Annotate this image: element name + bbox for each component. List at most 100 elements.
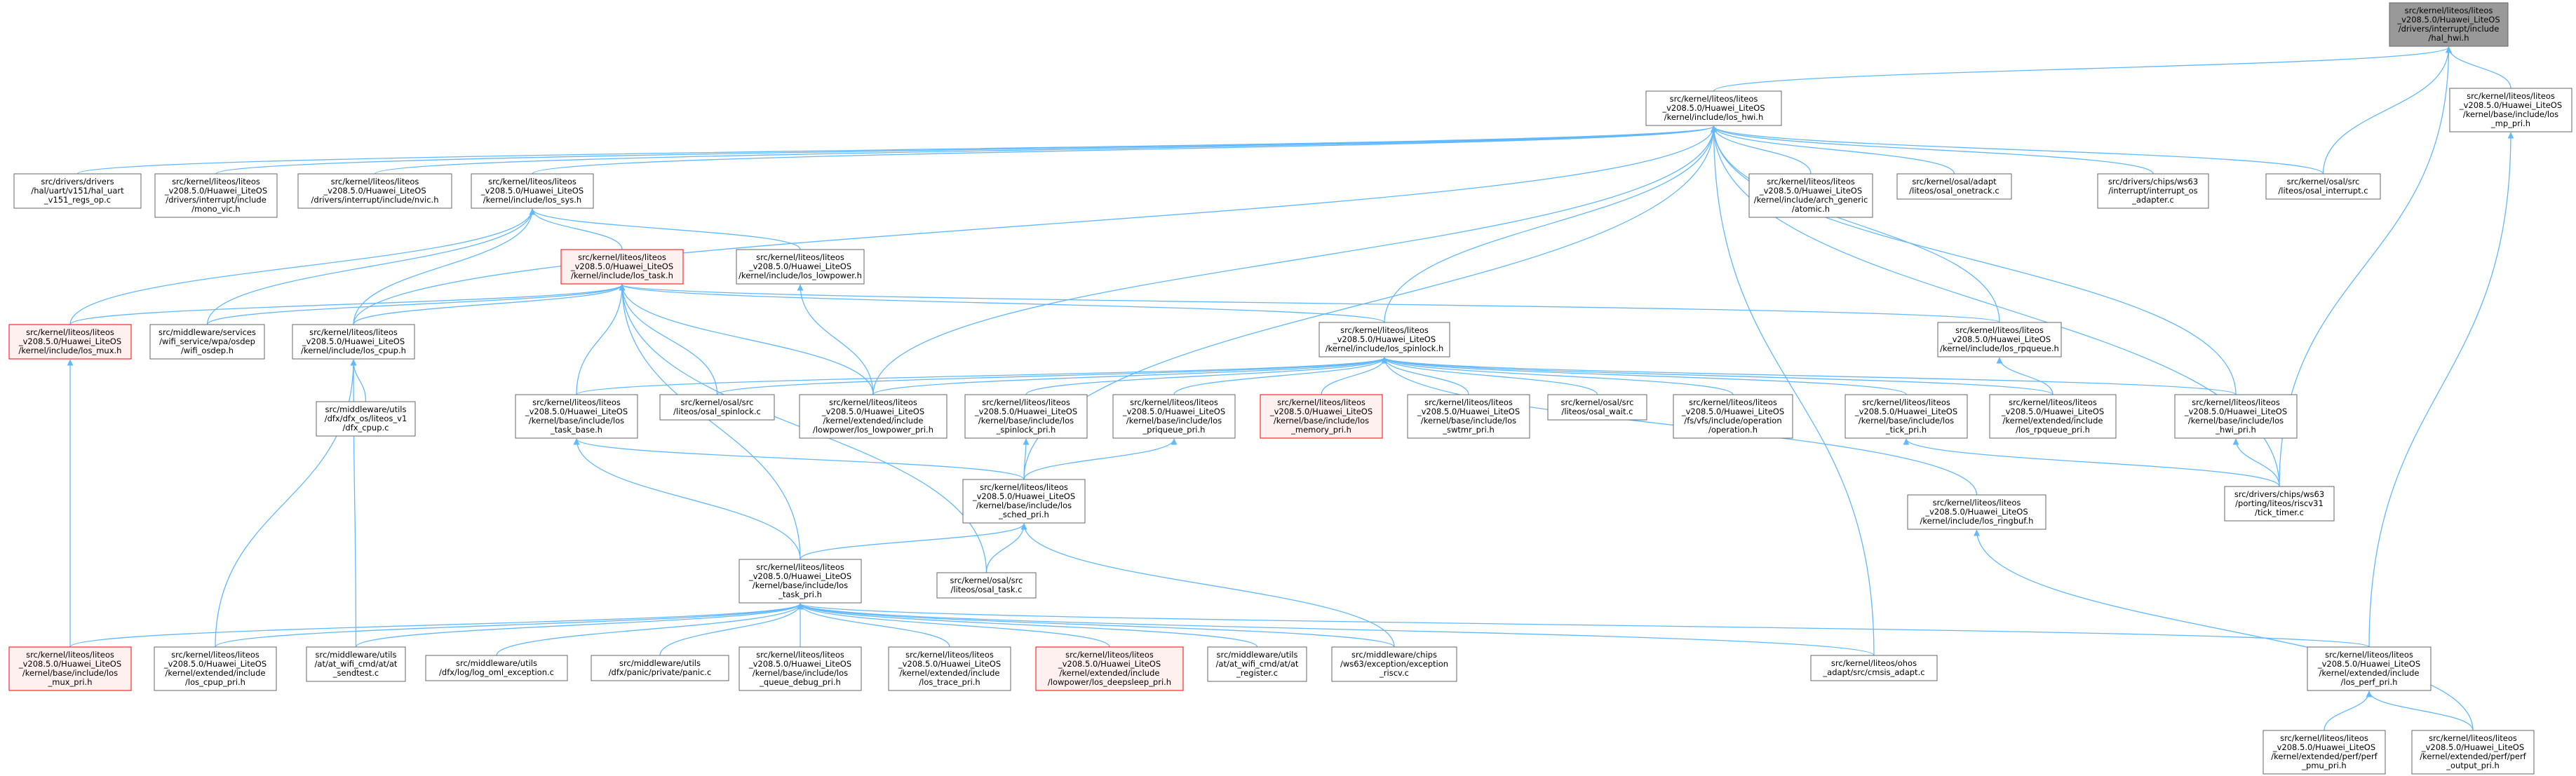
edge-los_task_pri-to-los_sched_pri <box>800 523 1027 560</box>
node-label-line: /dfx/log/log_oml_exception.c <box>439 667 554 677</box>
node-label-line: /kernel/include/los_rpqueue.h <box>1940 343 2059 353</box>
node-label-line: _v208.5.0/Huawei_LiteOS <box>18 336 121 346</box>
node-box-los_rpqueue <box>1937 322 2062 358</box>
node-los_task_pri[interactable]: src/kernel/liteos/liteos_v208.5.0/Huawei… <box>739 559 862 604</box>
edge-tick_timer-to-los_hwi_pri <box>2232 438 2280 487</box>
node-label-line: _v208.5.0/Huawei_LiteOS <box>1854 407 1957 416</box>
node-box-exception_riscv <box>1331 646 1457 682</box>
node-dfx_cpup[interactable]: src/middleware/utils/dfx/dfx_os/liteos_v… <box>316 401 416 437</box>
node-perf_pmu_pri[interactable]: src/kernel/liteos/liteos_v208.5.0/Huawei… <box>2263 730 2386 775</box>
node-osal_onetrack[interactable]: src/kernel/osal/adapt/liteos/osal_onetra… <box>1896 173 2012 200</box>
edge-los_task_pri-to-los_task <box>619 284 801 560</box>
node-label-line: _v208.5.0/Huawei_LiteOS <box>821 407 924 416</box>
node-atomic[interactable]: src/kernel/liteos/liteos_v208.5.0/Huawei… <box>1748 173 1873 218</box>
node-los_hwi_pri[interactable]: src/kernel/liteos/liteos_v208.5.0/Huawei… <box>2174 394 2298 439</box>
edge-los_trace_pri-to-los_task_pri <box>797 603 950 648</box>
edge-los_mux-to-los_sys <box>69 208 536 325</box>
edge-los_swtmr_pri-to-los_spinlock <box>1381 357 1469 395</box>
node-label-line: _sendtest.c <box>332 668 379 678</box>
edge-los_cpup-to-los_hwi <box>353 125 1717 325</box>
node-perf_output_pri[interactable]: src/kernel/liteos/liteos_v208.5.0/Huawei… <box>2411 730 2535 775</box>
node-box-los_deepsleep_pri <box>1035 646 1184 691</box>
edge-los_mux-to-los_task <box>69 284 626 325</box>
node-label-line: _v208.5.0/Huawei_LiteOS <box>2001 407 2104 416</box>
node-label-line: /hal/uart/v151/hal_uart <box>31 186 124 196</box>
node-operation[interactable]: src/kernel/liteos/liteos_v208.5.0/Huawei… <box>1673 394 1793 439</box>
node-label-line: /dfx/panic/private/panic.c <box>609 667 712 677</box>
node-label-line: /kernel/include/los_hwi.h <box>1664 112 1764 122</box>
node-box-los_task <box>560 249 684 285</box>
node-los_lowpower[interactable]: src/kernel/liteos/liteos_v208.5.0/Huawei… <box>736 249 865 285</box>
edge-perf_pmu_pri-to-los_perf_pri <box>2324 690 2373 731</box>
node-los_sched_pri[interactable]: src/kernel/liteos/liteos_v208.5.0/Huawei… <box>962 479 1086 524</box>
node-los_cpup[interactable]: src/kernel/liteos/liteos_v208.5.0/Huawei… <box>292 324 415 360</box>
node-osal_wait[interactable]: src/kernel/osal/src/liteos/osal_wait.c <box>1547 394 1647 421</box>
node-label-line: /kernel/extended/perf/perf <box>2420 751 2526 761</box>
node-interrupt_os_adapter[interactable]: src/drivers/chips/ws63/interrupt/interru… <box>2097 173 2209 209</box>
node-label-line: src/kernel/liteos/liteos <box>532 397 621 407</box>
node-osal_task[interactable]: src/kernel/osal/src/liteos/osal_task.c <box>936 572 1037 599</box>
node-label-line: _v208.5.0/Huawei_LiteOS <box>748 659 851 669</box>
node-los_rpqueue_pri[interactable]: src/kernel/liteos/liteos_v208.5.0/Huawei… <box>1989 394 2117 439</box>
node-los_deepsleep_pri[interactable]: src/kernel/liteos/liteos_v208.5.0/Huawei… <box>1035 646 1184 691</box>
edge-osal_onetrack-to-los_hwi <box>1711 125 1955 175</box>
node-los_mp_pri[interactable]: src/kernel/liteos/liteos_v208.5.0/Huawei… <box>2449 88 2572 132</box>
node-exception_riscv[interactable]: src/middleware/chips/ws63/exception/exce… <box>1331 646 1457 682</box>
node-log_oml_exception[interactable]: src/middleware/utils/dfx/log/log_oml_exc… <box>425 655 568 681</box>
node-box-los_task_base <box>515 394 638 439</box>
node-panic[interactable]: src/middleware/utils/dfx/panic/private/p… <box>591 655 729 681</box>
node-osal_spinlock[interactable]: src/kernel/osal/src/liteos/osal_spinlock… <box>659 394 775 421</box>
node-los_ringbuf[interactable]: src/kernel/liteos/liteos_v208.5.0/Huawei… <box>1907 494 2046 530</box>
edge-operation-to-los_spinlock <box>1381 357 1734 395</box>
node-los_memory_pri[interactable]: src/kernel/liteos/liteos_v208.5.0/Huawei… <box>1260 394 1383 439</box>
node-box-osal_task <box>936 572 1037 599</box>
node-los_task[interactable]: src/kernel/liteos/liteos_v208.5.0/Huawei… <box>560 249 684 285</box>
node-label-line: _sched_pri.h <box>998 510 1049 519</box>
node-cmsis_adapt[interactable]: src/kernel/liteos/ohos_adapt/src/cmsis_a… <box>1810 655 1938 681</box>
node-los_priqueue_pri[interactable]: src/kernel/liteos/liteos_v208.5.0/Huawei… <box>1112 394 1236 439</box>
edge-los_mp_pri-to-hal_hwi <box>2446 46 2511 89</box>
node-los_spinlock_pri[interactable]: src/kernel/liteos/liteos_v208.5.0/Huawei… <box>964 394 1088 439</box>
node-label-line: /liteos/osal_task.c <box>951 585 1023 594</box>
edge-los_rpqueue-to-los_hwi <box>1711 125 2000 323</box>
node-los_mux_pri[interactable]: src/kernel/liteos/liteos_v208.5.0/Huawei… <box>8 646 132 691</box>
node-label-line: _v208.5.0/Huawei_LiteOS <box>2317 659 2420 669</box>
node-label-line: /operation.h <box>1708 425 1758 435</box>
node-los_rpqueue[interactable]: src/kernel/liteos/liteos_v208.5.0/Huawei… <box>1937 322 2062 358</box>
node-los_mux[interactable]: src/kernel/liteos/liteos_v208.5.0/Huawei… <box>8 324 132 360</box>
node-los_trace_pri[interactable]: src/kernel/liteos/liteos_v208.5.0/Huawei… <box>888 646 1011 691</box>
node-los_queue_debug_pri[interactable]: src/kernel/liteos/liteos_v208.5.0/Huawei… <box>739 646 862 691</box>
node-los_swtmr_pri[interactable]: src/kernel/liteos/liteos_v208.5.0/Huawei… <box>1407 394 1530 439</box>
edge-los_priqueue_pri-to-los_spinlock <box>1173 357 1388 395</box>
node-los_tick_pri[interactable]: src/kernel/liteos/liteos_v208.5.0/Huawei… <box>1845 394 1968 439</box>
node-los_cpup_pri[interactable]: src/kernel/liteos/liteos_v208.5.0/Huawei… <box>154 646 277 691</box>
node-label-line: src/kernel/liteos/liteos <box>26 650 114 660</box>
node-label-line: _task_base.h <box>550 425 602 435</box>
node-hal_uart[interactable]: src/drivers/drivers/hal/uart/v151/hal_ua… <box>13 173 142 209</box>
node-box-perf_output_pri <box>2411 730 2535 775</box>
node-hal_hwi[interactable]: src/kernel/liteos/liteos_v208.5.0/Huawei… <box>2389 2 2509 47</box>
node-at_register[interactable]: src/middleware/utils/at/at_wifi_cmd/at/a… <box>1207 646 1307 682</box>
node-los_spinlock[interactable]: src/kernel/liteos/liteos_v208.5.0/Huawei… <box>1319 322 1450 358</box>
node-label-line: src/kernel/liteos/liteos <box>1340 325 1429 335</box>
edge-mono_vic-to-los_hwi <box>215 125 1717 175</box>
node-box-tick_timer <box>2224 486 2335 522</box>
node-label-line: src/kernel/liteos/liteos <box>2009 397 2097 407</box>
node-at_sendtest[interactable]: src/middleware/utils/at/at_wifi_cmd/at/a… <box>306 646 406 682</box>
node-label-line: src/kernel/liteos/liteos <box>756 650 844 660</box>
node-mono_vic[interactable]: src/kernel/liteos/liteos_v208.5.0/Huawei… <box>154 173 278 218</box>
node-los_hwi[interactable]: src/kernel/liteos/liteos_v208.5.0/Huawei… <box>1645 90 1782 126</box>
node-osal_interrupt[interactable]: src/kernel/osal/src/liteos/osal_interrup… <box>2265 173 2381 200</box>
node-los_sys[interactable]: src/kernel/liteos/liteos_v208.5.0/Huawei… <box>471 173 594 209</box>
edge-los_lowpower_pri-to-los_task <box>619 284 874 395</box>
node-los_perf_pri[interactable]: src/kernel/liteos/liteos_v208.5.0/Huawei… <box>2307 646 2432 691</box>
node-tick_timer[interactable]: src/drivers/chips/ws63/porting/liteos/ri… <box>2224 486 2335 522</box>
node-los_lowpower_pri[interactable]: src/kernel/liteos/liteos_v208.5.0/Huawei… <box>799 394 948 439</box>
node-nvic[interactable]: src/kernel/liteos/liteos_v208.5.0/Huawei… <box>297 173 452 209</box>
node-wifi_osdep[interactable]: src/middleware/services/wifi_service/wpa… <box>149 324 265 360</box>
node-label-line: /liteos/osal_spinlock.c <box>673 407 761 416</box>
edge-at_register-to-los_task_pri <box>797 603 1258 648</box>
node-los_task_base[interactable]: src/kernel/liteos/liteos_v208.5.0/Huawei… <box>515 394 638 439</box>
node-box-perf_pmu_pri <box>2263 730 2386 775</box>
node-label-line: _swtmr_pri.h <box>1442 425 1495 435</box>
